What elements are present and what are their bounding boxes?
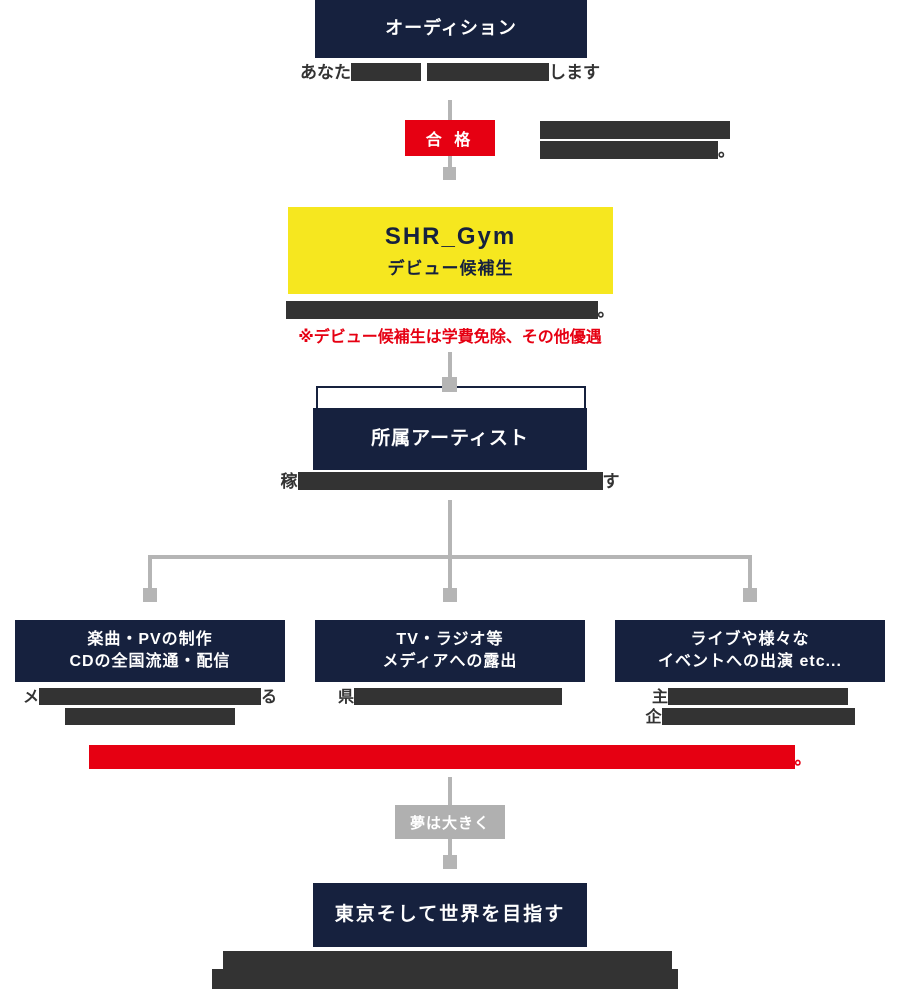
branch-box-media: TV・ラジオ等 メディアへの露出 <box>315 620 585 682</box>
gym-caption: 。 <box>0 300 900 322</box>
audition-title: オーディション <box>385 18 517 39</box>
dream-box: 夢は大きく <box>395 805 505 839</box>
connector-square <box>443 855 457 869</box>
connector-line <box>448 839 452 857</box>
connector-line <box>448 777 452 806</box>
connector-square <box>143 588 157 602</box>
audition-caption-prefix: あなた <box>300 63 351 82</box>
pass-label: 合 格 <box>425 132 475 149</box>
goal-title: 東京そして世界を目指す <box>334 903 566 925</box>
branch-live-line2: イベントへの出演 etc... <box>658 653 842 670</box>
branch-live-caption2-prefix: 企 <box>645 709 662 726</box>
redacted-text <box>354 688 562 705</box>
connector-line <box>448 352 452 385</box>
redacted-red-text <box>88 745 795 769</box>
audition-caption: あなた します <box>0 62 900 84</box>
audition-caption-suffix: します <box>549 63 600 82</box>
redacted-text <box>661 708 855 725</box>
branch-live-caption: 主 企 <box>615 688 885 728</box>
artist-title: 所属アーティスト <box>371 427 529 449</box>
artist-caption: 稼す <box>0 471 900 493</box>
branch-music-caption-prefix: メ <box>22 689 39 706</box>
connector-square <box>443 588 457 602</box>
branch-media-line2: メディアへの露出 <box>382 653 518 670</box>
redacted-text <box>351 63 421 81</box>
branch-box-music: 楽曲・PVの制作 CDの全国流通・配信 <box>15 620 285 682</box>
connector-line <box>148 555 152 590</box>
pass-box: 合 格 <box>405 120 495 156</box>
redacted-text <box>668 688 848 705</box>
artist-caption-suffix: す <box>602 472 620 491</box>
artist-caption-prefix: 稼 <box>280 472 298 491</box>
redacted-text <box>540 121 730 139</box>
redacted-text <box>39 688 261 705</box>
branch-media-caption-prefix: 県 <box>337 689 354 706</box>
red-banner-suffix: 。 <box>794 749 812 768</box>
gym-title: SHR_Gym <box>384 222 517 250</box>
connector-line <box>448 500 452 557</box>
branch-live-line1: ライブや様々な <box>690 630 810 648</box>
artist-box: 所属アーティスト <box>313 408 587 470</box>
redacted-text <box>285 301 598 319</box>
redacted-text <box>297 472 603 490</box>
branch-media-caption: 県 <box>315 688 585 708</box>
redacted-text <box>540 141 718 159</box>
gym-box: SHR_Gym デビュー候補生 <box>288 207 613 294</box>
branch-media-line1: TV・ラジオ等 <box>396 630 504 648</box>
redacted-text <box>427 63 549 81</box>
branch-music-line1: 楽曲・PVの制作 <box>87 630 213 648</box>
pass-note: 。 <box>540 121 735 161</box>
branch-music-caption: メる <box>15 688 285 728</box>
redacted-text <box>65 708 235 725</box>
branch-music-caption-suffix: る <box>261 689 278 706</box>
branch-music-line2: CDの全国流通・配信 <box>69 653 231 670</box>
gym-caption-suffix: 。 <box>597 301 615 320</box>
branch-live-caption1-prefix: 主 <box>651 689 668 706</box>
gym-red-note: ※デビュー候補生は学費免除、その他優遇 <box>298 329 602 346</box>
connector-square <box>743 588 757 602</box>
goal-box: 東京そして世界を目指す <box>313 883 587 947</box>
pass-note-suffix: 。 <box>718 141 735 160</box>
redacted-text <box>223 951 672 970</box>
branch-box-live: ライブや様々な イベントへの出演 etc... <box>615 620 885 682</box>
connector-square <box>442 377 457 392</box>
connector-square <box>443 167 456 180</box>
red-banner: 。 <box>0 745 900 772</box>
audition-box: オーディション <box>315 0 587 58</box>
connector-line <box>448 555 452 590</box>
dream-label: 夢は大きく <box>409 814 490 832</box>
redacted-text <box>212 969 678 989</box>
gym-subtitle: デビュー候補生 <box>387 258 514 278</box>
connector-line <box>748 555 752 590</box>
